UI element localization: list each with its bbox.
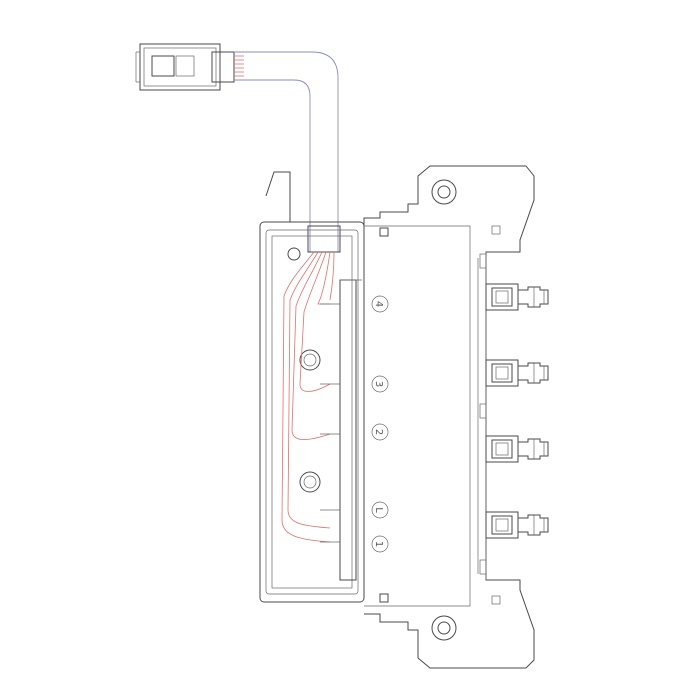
- bracket-slot-bottom: [491, 595, 501, 605]
- switch-housing: [259, 171, 365, 603]
- svg-text:2: 2: [373, 429, 384, 435]
- bracket-mounting-hole-top: [431, 179, 457, 205]
- svg-text:3: 3: [373, 381, 384, 387]
- svg-text:4: 4: [373, 301, 384, 307]
- bracket-mounting-hole-bottom: [431, 615, 457, 641]
- actuator-3: [485, 435, 549, 463]
- housing-screw-hole-low: [299, 471, 321, 493]
- bracket-slot-top: [491, 225, 501, 235]
- position-label-1: 1: [371, 535, 389, 553]
- internal-wiring: [281, 251, 340, 543]
- actuator-1: [485, 283, 549, 311]
- svg-text:1: 1: [373, 541, 384, 547]
- svg-text:L: L: [373, 507, 384, 513]
- position-labels: 4 3 2 L 1: [371, 295, 389, 553]
- housing-screw-hole-top: [287, 247, 301, 261]
- cable-connector-plug: [135, 43, 235, 91]
- position-label-l: L: [371, 501, 389, 519]
- ribbon-cable: [234, 51, 341, 253]
- actuator-2: [485, 359, 549, 387]
- position-label-2: 2: [371, 423, 389, 441]
- actuator-4: [485, 511, 549, 539]
- actuators: [485, 283, 549, 539]
- ribbon-cable-wires: [234, 55, 244, 77]
- position-label-4: 4: [371, 295, 389, 313]
- position-label-3: 3: [371, 375, 389, 393]
- mounting-bracket: [363, 165, 535, 669]
- housing-screw-hole-mid: [299, 349, 321, 371]
